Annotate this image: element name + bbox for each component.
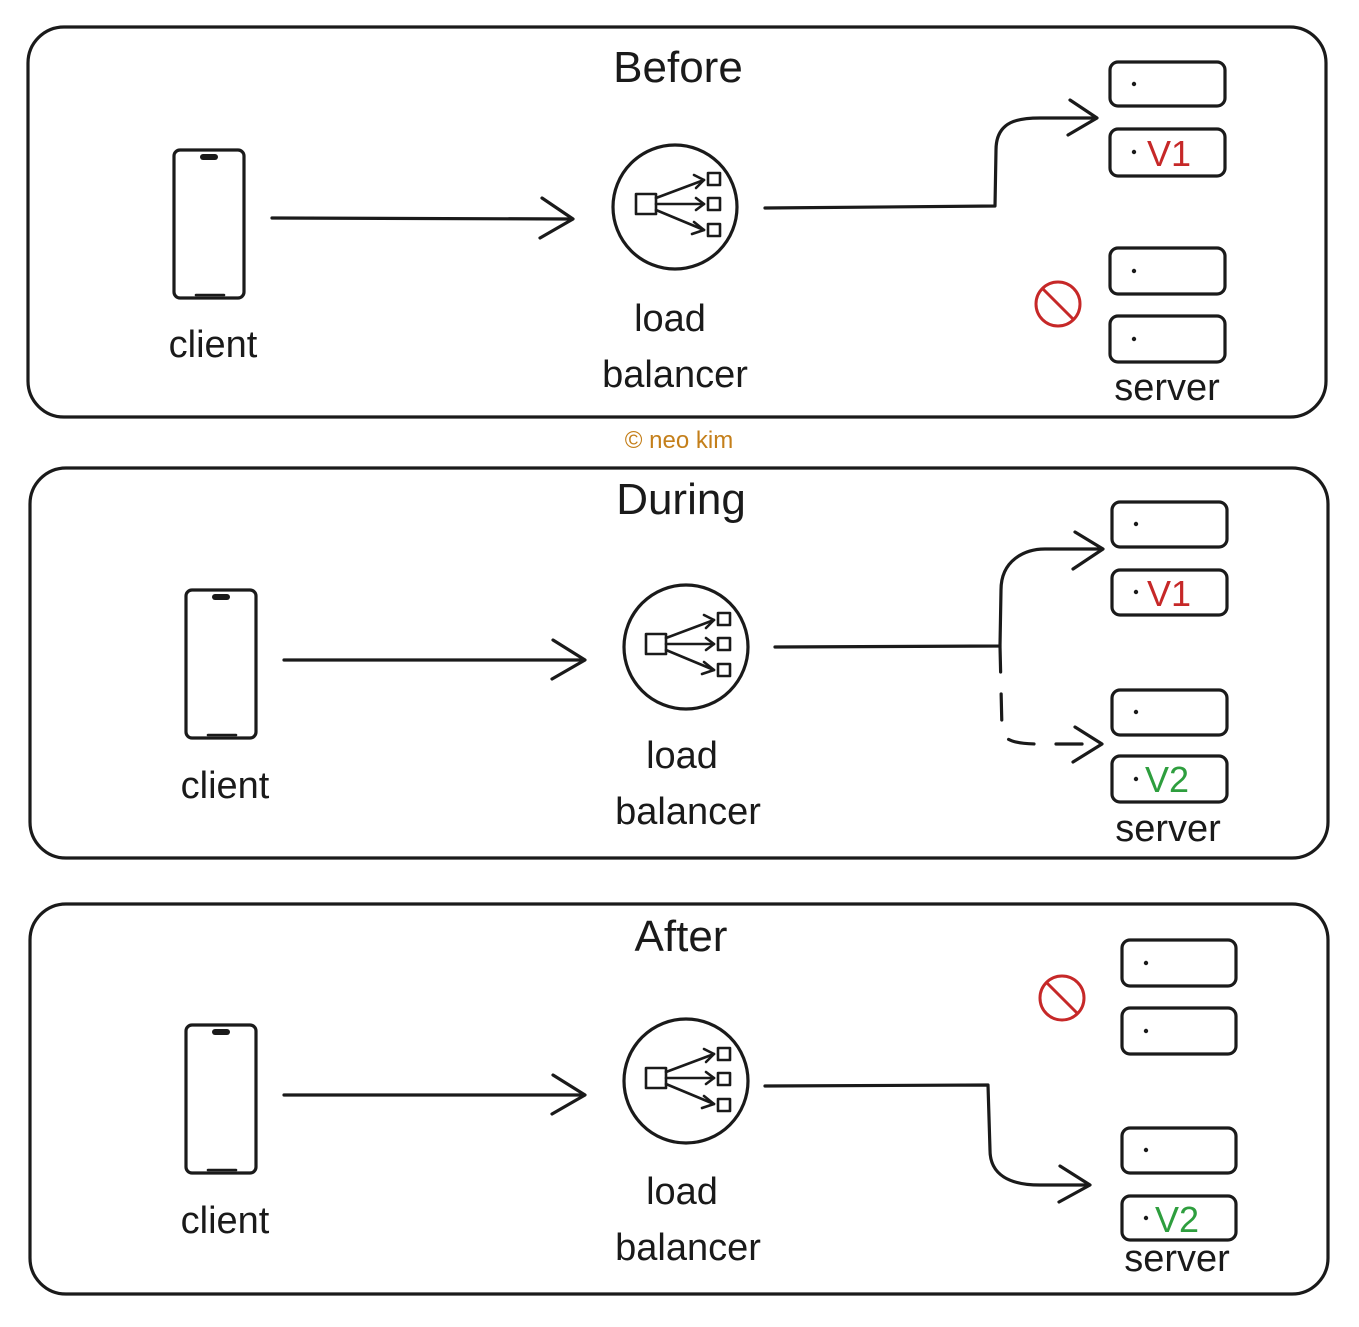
client-label: client [181, 1200, 270, 1242]
panel-frame [26, 25, 1328, 419]
server-group-bottom [1108, 246, 1227, 364]
server-box [1110, 568, 1229, 617]
lb-label-line1: load [646, 1171, 718, 1213]
server-box [1108, 60, 1227, 108]
load-balancer-icon [622, 1017, 750, 1145]
panel-title: During [616, 475, 746, 524]
server-box [1108, 127, 1227, 178]
prohibited-icon [1034, 280, 1082, 328]
panel-during: During client load balancer [28, 466, 1330, 860]
server-group-top: V1 [1110, 500, 1229, 617]
watermark: © neo kim [625, 427, 733, 454]
server-box [1120, 1194, 1238, 1242]
arrow-lb-to-v1 [773, 530, 1105, 649]
panel-title: Before [613, 43, 743, 92]
lb-label-line2: balancer [615, 791, 761, 833]
version-label: V1 [1147, 133, 1191, 174]
panel-after: After client load balancer [28, 902, 1330, 1296]
lb-label-line2: balancer [602, 354, 748, 396]
arrow-client-to-lb [270, 196, 575, 240]
panel-title: After [635, 912, 728, 961]
server-label: server [1114, 367, 1220, 409]
panel-before: Before client load balancer [26, 25, 1328, 419]
arrow-lb-to-v2-dashed [998, 644, 1104, 764]
lb-label-line1: load [634, 298, 706, 340]
server-box [1120, 1126, 1238, 1175]
phone-icon [184, 588, 258, 740]
server-group-top: V1 [1108, 60, 1227, 178]
version-label: V1 [1147, 573, 1191, 614]
server-box [1108, 246, 1227, 296]
phone-icon [172, 148, 246, 300]
lb-label-line1: load [646, 735, 718, 777]
arrow-client-to-lb [282, 1073, 587, 1116]
client-label: client [181, 765, 270, 807]
version-label: V2 [1155, 1199, 1199, 1240]
load-balancer-icon [611, 143, 739, 271]
panel-frame [28, 902, 1330, 1296]
panel-frame [28, 466, 1330, 860]
load-balancer-icon [622, 583, 750, 711]
server-box [1110, 754, 1229, 804]
version-label: V2 [1145, 759, 1189, 800]
server-box [1108, 314, 1227, 364]
client-label: client [169, 324, 258, 366]
server-label: server [1124, 1238, 1230, 1280]
prohibited-icon [1038, 974, 1086, 1022]
server-label: server [1115, 808, 1221, 850]
server-group-bottom: V2 [1120, 1126, 1238, 1242]
arrow-lb-to-v2 [763, 1083, 1092, 1204]
arrow-lb-to-v1 [763, 98, 1099, 210]
server-box [1110, 500, 1229, 549]
lb-label-line2: balancer [615, 1227, 761, 1269]
server-box [1110, 688, 1229, 737]
server-box [1120, 938, 1238, 988]
server-group-top [1120, 938, 1238, 1056]
server-group-bottom: V2 [1110, 688, 1229, 804]
server-box [1120, 1006, 1238, 1056]
arrow-client-to-lb [282, 638, 587, 681]
phone-icon [184, 1023, 258, 1175]
